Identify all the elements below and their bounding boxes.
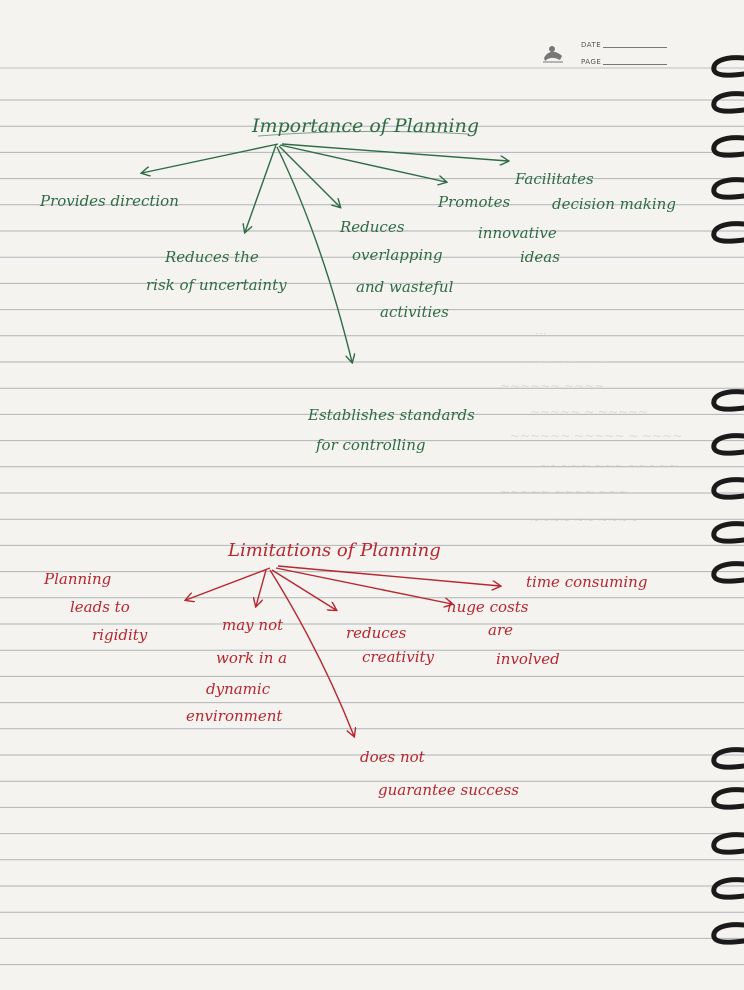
- limit-rigidity-l3: rigidity: [92, 626, 148, 644]
- importance-items: Provides direction Reduces the risk of u…: [39, 170, 676, 454]
- spiral-ring: [711, 55, 744, 78]
- limitations-items: Planning leads to rigidity may not work …: [43, 570, 647, 799]
- spiral-ring: [711, 221, 744, 244]
- notebook-logo-icon: [543, 46, 563, 63]
- svg-text:~~~~ ~~ ~~~~: ~~~~ ~~ ~~~~: [530, 513, 638, 527]
- importance-section: Importance of Planning Provides directio…: [39, 115, 676, 454]
- spiral-ring: [711, 561, 744, 584]
- bleed-through: ··· ~~~ ~~~~~ ~~~~~~ ~~~~ ~~~~~ ~ ~~~~~ …: [500, 327, 682, 527]
- limitations-title: Limitations of Planning: [227, 540, 441, 561]
- spiral-ring: [711, 433, 744, 456]
- spiral-ring: [711, 832, 744, 855]
- svg-text:···: ···: [535, 327, 546, 341]
- limit-creativity-l1: reduces: [346, 624, 407, 642]
- item-overlap-l4: activities: [380, 303, 449, 321]
- item-direction: Provides direction: [39, 192, 179, 210]
- item-standards-l1: Establishes standards: [307, 406, 475, 424]
- limitations-section: Limitations of Planning Planning leads t…: [43, 540, 647, 799]
- limit-dynamic-l2: work in a: [216, 649, 287, 667]
- arrow-decision: [281, 143, 508, 161]
- limit-dynamic-l3: dynamic: [206, 680, 271, 698]
- svg-text:~~~~~ ~~~ ~~~~~: ~~~~~ ~~~ ~~~~~: [540, 459, 678, 473]
- item-overlap-l2: overlapping: [352, 246, 443, 264]
- spiral-binding: [711, 55, 744, 945]
- page-label: PAGE: [581, 58, 602, 66]
- arrow-innovative: [279, 144, 446, 182]
- arrow-time: [277, 565, 500, 586]
- item-overlap-l1: Reduces: [339, 218, 405, 236]
- item-decision-l2: decision making: [552, 195, 676, 213]
- spiral-ring: [711, 477, 744, 500]
- arrow-standards: [276, 146, 352, 362]
- svg-text:~~~~~~ ~~~~~ ~ ~~~~: ~~~~~~ ~~~~~ ~ ~~~~: [510, 429, 682, 443]
- spiral-ring: [711, 747, 744, 770]
- svg-text:~~~ ~~~~~: ~~~ ~~~~~: [520, 355, 604, 369]
- page-field: PAGE: [581, 58, 668, 66]
- limit-dynamic-l1: may not: [222, 616, 284, 634]
- limitations-arrows: [186, 565, 500, 736]
- date-label: DATE: [581, 41, 602, 49]
- limit-costs-l1: huge costs: [447, 598, 529, 616]
- arrow-direction: [142, 143, 279, 173]
- limit-time: time consuming: [526, 573, 647, 591]
- item-decision-l1: Facilitates: [514, 170, 594, 188]
- item-overlap-l3: and wasteful: [356, 278, 454, 296]
- importance-arrows: [142, 143, 508, 362]
- spiral-ring: [711, 135, 744, 158]
- limit-rigidity-l2: leads to: [70, 598, 130, 616]
- item-uncertainty-l1: Reduces the: [164, 248, 259, 266]
- spiral-ring: [711, 521, 744, 544]
- item-innovative-l2: innovative: [478, 224, 557, 242]
- item-innovative-l1: Promotes: [437, 193, 510, 211]
- arrow-uncertainty: [245, 144, 277, 232]
- limit-rigidity-l1: Planning: [43, 570, 111, 588]
- limit-creativity-l2: creativity: [362, 648, 435, 666]
- arrow-success: [269, 569, 354, 736]
- svg-text:~~~~~~ ~~~~: ~~~~~~ ~~~~: [500, 379, 604, 393]
- arrow-dynamic: [256, 569, 267, 606]
- limit-costs-l3: involved: [496, 650, 560, 668]
- spiral-ring: [711, 389, 744, 412]
- date-field: DATE: [581, 41, 668, 49]
- limit-costs-l2: are: [488, 621, 513, 639]
- svg-text:~~~~~ ~ ~~~~~: ~~~~~ ~ ~~~~~: [530, 405, 648, 419]
- spiral-ring: [711, 177, 744, 200]
- item-innovative-l3: ideas: [520, 248, 560, 266]
- svg-text:~~~~~ ~~~~ ~~~: ~~~~~ ~~~~ ~~~: [500, 485, 628, 499]
- spiral-ring: [711, 877, 744, 900]
- importance-title: Importance of Planning: [251, 115, 479, 137]
- arrow-creativity: [271, 569, 336, 610]
- spiral-ring: [711, 922, 744, 945]
- arrow-rigidity: [186, 567, 271, 600]
- spiral-ring: [711, 91, 744, 114]
- limit-success-l2: guarantee success: [378, 781, 519, 799]
- limit-dynamic-l4: environment: [186, 707, 283, 725]
- limit-success-l1: does not: [360, 748, 426, 766]
- spiral-ring: [711, 787, 744, 810]
- item-uncertainty-l2: risk of uncertainty: [146, 276, 287, 294]
- item-standards-l2: for controlling: [315, 436, 426, 454]
- arrow-costs: [275, 567, 452, 604]
- arrow-overlap: [278, 145, 340, 207]
